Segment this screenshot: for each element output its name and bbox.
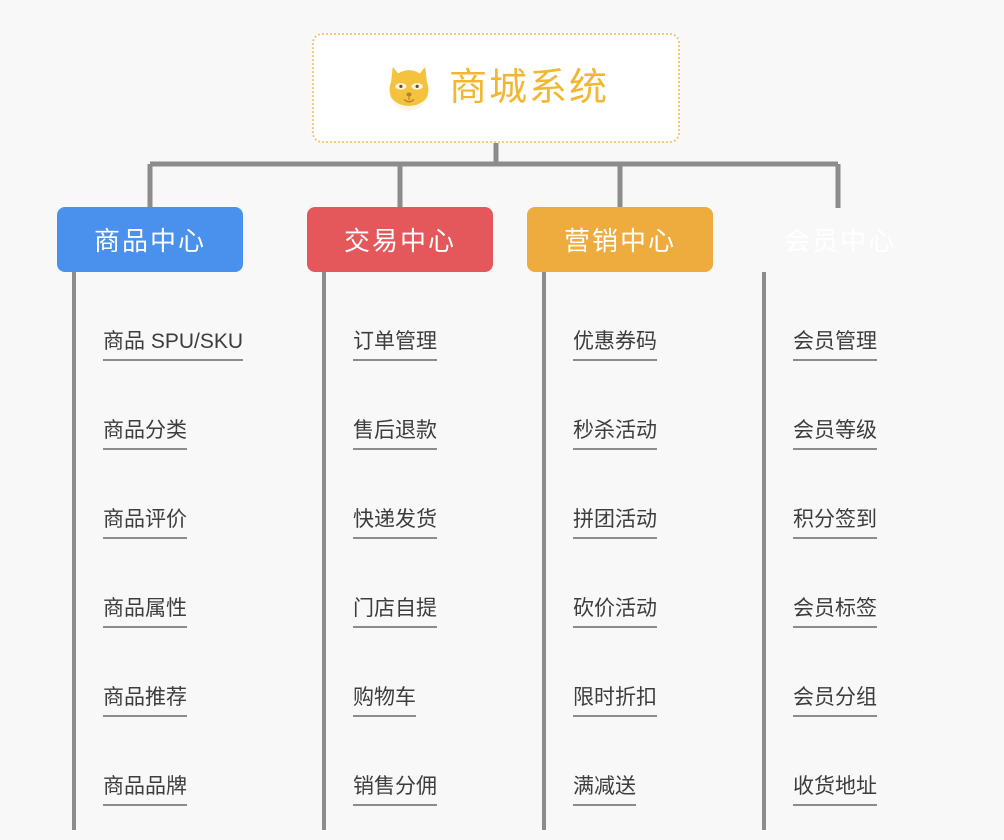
leaf-label: 满减送 [573, 775, 636, 806]
leaf-label: 商品品牌 [103, 775, 187, 806]
shiba-dog-icon [389, 66, 429, 111]
list-item[interactable]: 拼团活动 [542, 450, 727, 539]
leaf-label: 购物车 [353, 686, 416, 717]
list-item[interactable]: 会员等级 [762, 361, 947, 450]
category-column-2: 营销中心 优惠券码 秒杀活动 拼团活动 砍价活动 限时折扣 满减送 [527, 207, 727, 830]
list-item[interactable]: 商品 SPU/SKU [72, 272, 257, 361]
list-item[interactable]: 优惠券码 [542, 272, 727, 361]
leaf-label: 拼团活动 [573, 508, 657, 539]
category-column-3: 会员中心 会员管理 会员等级 积分签到 会员标签 会员分组 收货地址 [747, 207, 947, 830]
leaf-label: 优惠券码 [573, 330, 657, 361]
leaf-label: 收货地址 [793, 775, 877, 806]
category-box-0[interactable]: 商品中心 [57, 207, 243, 272]
leaf-label: 秒杀活动 [573, 419, 657, 450]
list-item[interactable]: 秒杀活动 [542, 361, 727, 450]
category-box-2[interactable]: 营销中心 [527, 207, 713, 272]
leaf-label: 会员标签 [793, 597, 877, 628]
leaf-list-2: 优惠券码 秒杀活动 拼团活动 砍价活动 限时折扣 满减送 [527, 272, 727, 830]
list-item[interactable]: 快递发货 [322, 450, 507, 539]
leaf-label: 商品 SPU/SKU [103, 330, 244, 361]
leaf-label: 积分签到 [793, 508, 877, 539]
category-box-3[interactable]: 会员中心 [783, 226, 896, 256]
list-item[interactable]: 收货地址 [762, 717, 947, 806]
leaf-label: 销售分佣 [353, 775, 437, 806]
list-item[interactable]: 会员标签 [762, 539, 947, 628]
list-item[interactable]: 商品属性 [72, 539, 257, 628]
leaf-label: 门店自提 [353, 597, 437, 628]
list-item[interactable]: 门店自提 [322, 539, 507, 628]
list-item[interactable]: 商品评价 [72, 450, 257, 539]
leaf-list-0: 商品 SPU/SKU 商品分类 商品评价 商品属性 商品推荐 商品品牌 [57, 272, 257, 830]
list-item[interactable]: 限时折扣 [542, 628, 727, 717]
leaf-label: 会员分组 [793, 686, 877, 717]
root-node[interactable]: 商城系统 [312, 33, 680, 143]
list-item[interactable]: 商品品牌 [72, 717, 257, 806]
list-item[interactable]: 积分签到 [762, 450, 947, 539]
category-box-1[interactable]: 交易中心 [307, 207, 493, 272]
leaf-label: 商品属性 [103, 597, 187, 628]
list-item[interactable]: 砍价活动 [542, 539, 727, 628]
list-item[interactable]: 会员分组 [762, 628, 947, 717]
list-item[interactable]: 满减送 [542, 717, 727, 806]
leaf-label: 商品评价 [103, 508, 187, 539]
leaf-label: 商品分类 [103, 419, 187, 450]
leaf-label: 售后退款 [353, 419, 437, 450]
list-item[interactable]: 商品推荐 [72, 628, 257, 717]
category-column-0: 商品中心 商品 SPU/SKU 商品分类 商品评价 商品属性 商品推荐 商品品牌 [57, 207, 257, 830]
leaf-label: 会员等级 [793, 419, 877, 450]
list-item[interactable]: 购物车 [322, 628, 507, 717]
leaf-label: 限时折扣 [573, 686, 657, 717]
root-title: 商城系统 [448, 67, 609, 109]
leaf-label: 订单管理 [353, 330, 437, 361]
list-item[interactable]: 商品分类 [72, 361, 257, 450]
leaf-list-3: 会员管理 会员等级 积分签到 会员标签 会员分组 收货地址 [747, 272, 947, 830]
leaf-list-1: 订单管理 售后退款 快递发货 门店自提 购物车 销售分佣 [307, 272, 507, 830]
leaf-label: 会员管理 [793, 330, 877, 361]
list-item[interactable]: 订单管理 [322, 272, 507, 361]
category-column-1: 交易中心 订单管理 售后退款 快递发货 门店自提 购物车 销售分佣 [307, 207, 507, 830]
list-item[interactable]: 售后退款 [322, 361, 507, 450]
list-item[interactable]: 销售分佣 [322, 717, 507, 806]
leaf-label: 砍价活动 [573, 597, 657, 628]
leaf-label: 商品推荐 [103, 686, 187, 717]
leaf-label: 快递发货 [353, 508, 437, 539]
list-item[interactable]: 会员管理 [762, 272, 947, 361]
